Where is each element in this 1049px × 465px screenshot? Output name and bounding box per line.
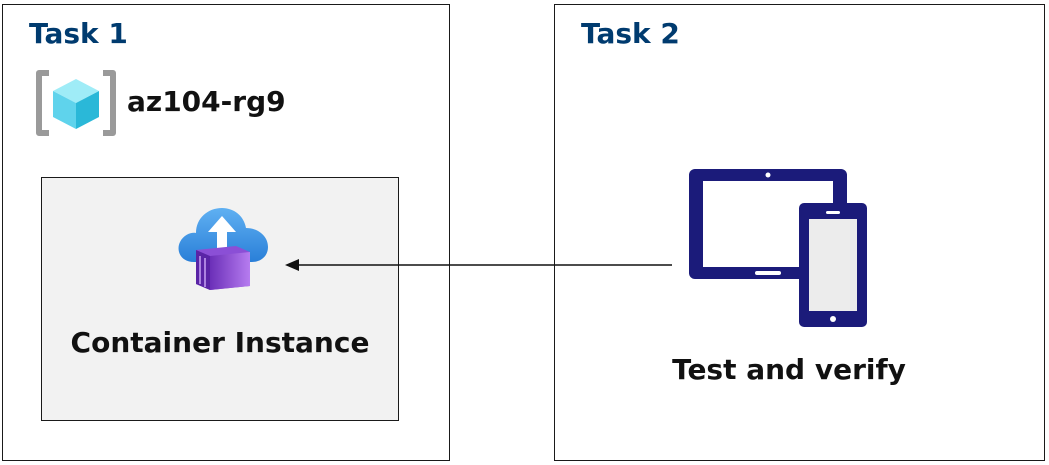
resource-group-icon	[36, 70, 116, 136]
devices-icon	[689, 169, 867, 327]
task2-title: Task 2	[581, 17, 680, 50]
container-instance-label: Container Instance	[70, 326, 370, 359]
resource-group-label: az104-rg9	[127, 85, 286, 118]
task1-panel: Task 1 az104-rg9	[2, 4, 450, 461]
container-instance-box: Container Instance	[41, 177, 399, 421]
test-and-verify-label: Test and verify	[672, 353, 906, 386]
container-instance-icon	[178, 208, 268, 290]
task2-panel: Task 2 Test and verify	[554, 4, 1045, 461]
task1-title: Task 1	[29, 17, 128, 50]
